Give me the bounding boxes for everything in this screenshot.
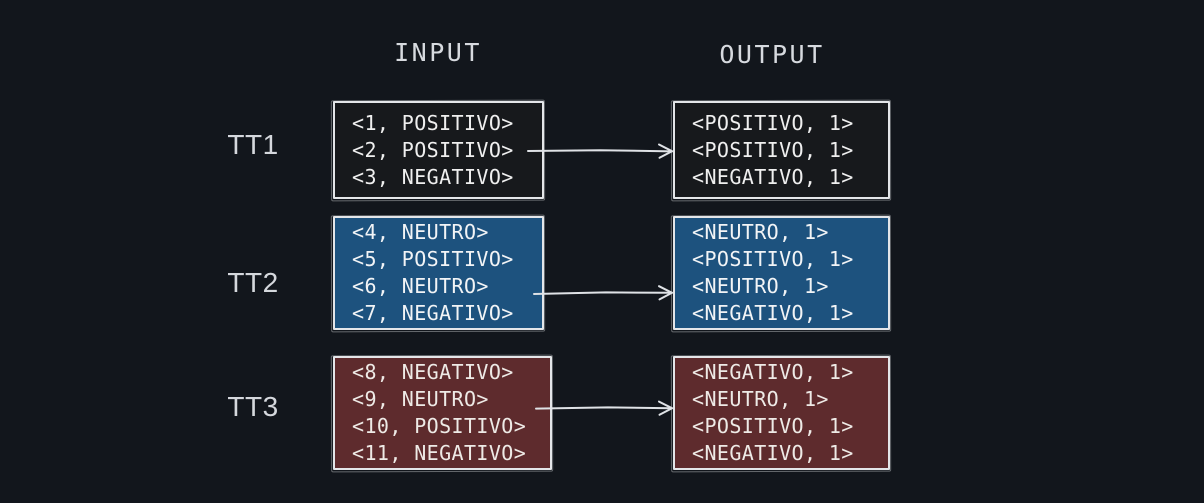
input-line: <10, POSITIVO> — [352, 414, 527, 438]
output-line: <NEGATIVO, 1> — [692, 360, 854, 384]
input-box-tt1[interactable]: <1, POSITIVO> <2, POSITIVO> <3, NEGATIVO… — [333, 101, 544, 199]
output-box-tt1[interactable]: <POSITIVO, 1> <POSITIVO, 1> <NEGATIVO, 1… — [673, 101, 890, 199]
input-line: <4, NEUTRO> — [352, 220, 489, 244]
arrow-tt1 — [527, 143, 673, 159]
arrow-tt2 — [533, 285, 673, 301]
row-label-tt2: TT2 — [227, 267, 279, 298]
output-line: <POSITIVO, 1> — [692, 247, 854, 271]
output-line: <NEGATIVO, 1> — [692, 164, 854, 189]
input-line: <3, NEGATIVO> — [352, 164, 514, 189]
output-box-tt3[interactable]: <NEGATIVO, 1> <NEUTRO, 1> <POSITIVO, 1> … — [673, 356, 890, 470]
input-line: <5, POSITIVO> — [352, 247, 514, 271]
input-line: <1, POSITIVO> — [352, 110, 514, 135]
output-line: <POSITIVO, 1> — [692, 137, 854, 162]
output-line: <NEUTRO, 1> — [692, 220, 829, 244]
output-line: <NEUTRO, 1> — [692, 274, 829, 298]
row-label-tt1: TT1 — [227, 129, 279, 160]
output-line: <NEGATIVO, 1> — [692, 301, 854, 325]
input-box-tt2[interactable]: <4, NEUTRO> <5, POSITIVO> <6, NEUTRO> <7… — [333, 216, 544, 330]
input-line: <11, NEGATIVO> — [352, 441, 527, 465]
input-line: <7, NEGATIVO> — [352, 301, 514, 325]
column-header-output: OUTPUT — [719, 40, 825, 69]
row-label-tt3: TT3 — [227, 391, 279, 422]
output-line: <NEUTRO, 1> — [692, 387, 829, 411]
input-line: <8, NEGATIVO> — [352, 360, 514, 384]
input-box-tt3[interactable]: <8, NEGATIVO> <9, NEUTRO> <10, POSITIVO>… — [333, 356, 552, 470]
output-line: <POSITIVO, 1> — [692, 414, 854, 438]
output-line: <POSITIVO, 1> — [692, 110, 854, 135]
input-line: <9, NEUTRO> — [352, 387, 489, 411]
arrow-tt3 — [535, 400, 673, 416]
output-line: <NEGATIVO, 1> — [692, 441, 854, 465]
output-box-tt2[interactable]: <NEUTRO, 1> <POSITIVO, 1> <NEUTRO, 1> <N… — [673, 216, 890, 330]
input-line: <2, POSITIVO> — [352, 137, 514, 162]
column-header-input: INPUT — [394, 38, 482, 67]
input-line: <6, NEUTRO> — [352, 274, 489, 298]
